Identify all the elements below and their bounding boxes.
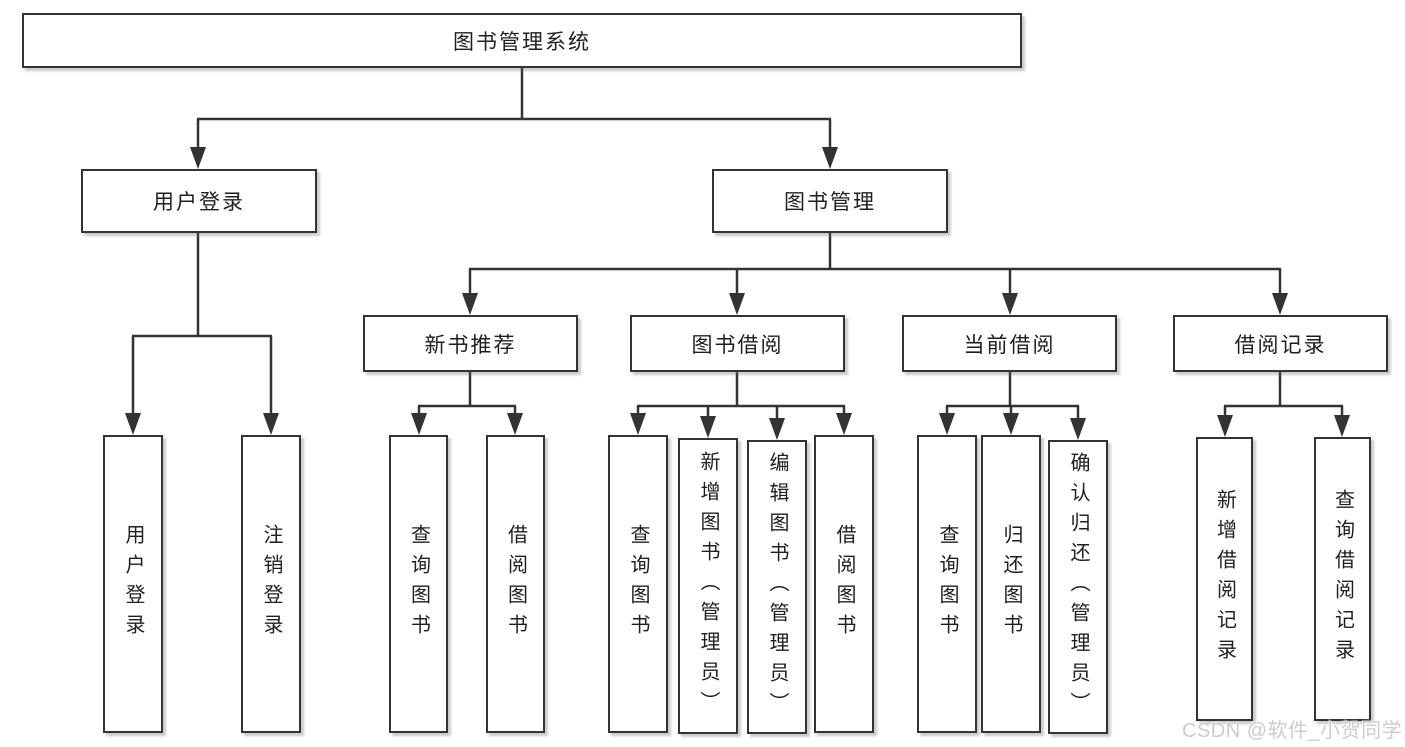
node-label: 借阅图书 <box>504 524 527 644</box>
connector-lines <box>131 68 1344 422</box>
node-label: 新书推荐 <box>424 333 517 357</box>
node-label: 借阅图书 <box>833 524 855 644</box>
node-label: 编辑图书（管理员） <box>766 452 788 722</box>
leaf-query-books-borrowing: 查询图书 <box>608 435 668 733</box>
node-label: 借阅记录 <box>1234 333 1327 357</box>
node-label: 新增图书（管理员） <box>697 451 719 721</box>
node-book-borrowing: 图书借阅 <box>630 315 845 372</box>
node-label: 当前借阅 <box>963 333 1056 357</box>
node-label: 查询借阅记录 <box>1331 489 1354 669</box>
arrowhead-icons <box>125 147 1350 440</box>
node-label: 图书管理系统 <box>453 30 591 54</box>
leaf-edit-books-admin: 编辑图书（管理员） <box>747 440 807 734</box>
node-label: 归还图书 <box>1000 524 1022 644</box>
node-borrowing-records: 借阅记录 <box>1173 315 1388 372</box>
node-label: 注销登录 <box>260 524 282 644</box>
csdn-watermark: CSDN @软件_小贺同学 <box>1182 720 1403 742</box>
leaf-add-books-admin: 新增图书（管理员） <box>678 438 738 734</box>
node-label: 确认归还（管理员） <box>1067 452 1089 722</box>
node-label: 新增借阅记录 <box>1213 489 1236 669</box>
leaf-logout: 注销登录 <box>241 435 301 733</box>
leaf-confirm-return-admin: 确认归还（管理员） <box>1048 440 1108 734</box>
leaf-borrow-books-recommend: 借阅图书 <box>486 435 545 733</box>
leaf-query-borrow-record: 查询借阅记录 <box>1314 437 1371 721</box>
leaf-query-books-current: 查询图书 <box>917 435 977 733</box>
node-label: 图书管理 <box>784 191 876 214</box>
node-label: 用户登录 <box>153 191 245 214</box>
leaf-return-books: 归还图书 <box>981 435 1041 733</box>
node-user-login: 用户登录 <box>81 169 317 233</box>
node-label: 查询图书 <box>627 524 649 644</box>
leaf-borrow-books-borrowing: 借阅图书 <box>814 435 874 733</box>
node-book-management: 图书管理 <box>712 169 948 233</box>
node-label: 图书借阅 <box>691 333 784 357</box>
node-label: 查询图书 <box>407 524 430 644</box>
node-label: 用户登录 <box>122 524 144 644</box>
node-library-management-system: 图书管理系统 <box>22 13 1022 68</box>
leaf-user-login: 用户登录 <box>103 435 163 733</box>
node-label: 查询图书 <box>936 524 958 644</box>
leaf-add-borrow-record: 新增借阅记录 <box>1196 437 1253 721</box>
node-current-borrowing: 当前借阅 <box>902 315 1117 372</box>
leaf-query-books-recommend: 查询图书 <box>389 435 448 733</box>
node-new-book-recommendation: 新书推荐 <box>363 315 578 372</box>
